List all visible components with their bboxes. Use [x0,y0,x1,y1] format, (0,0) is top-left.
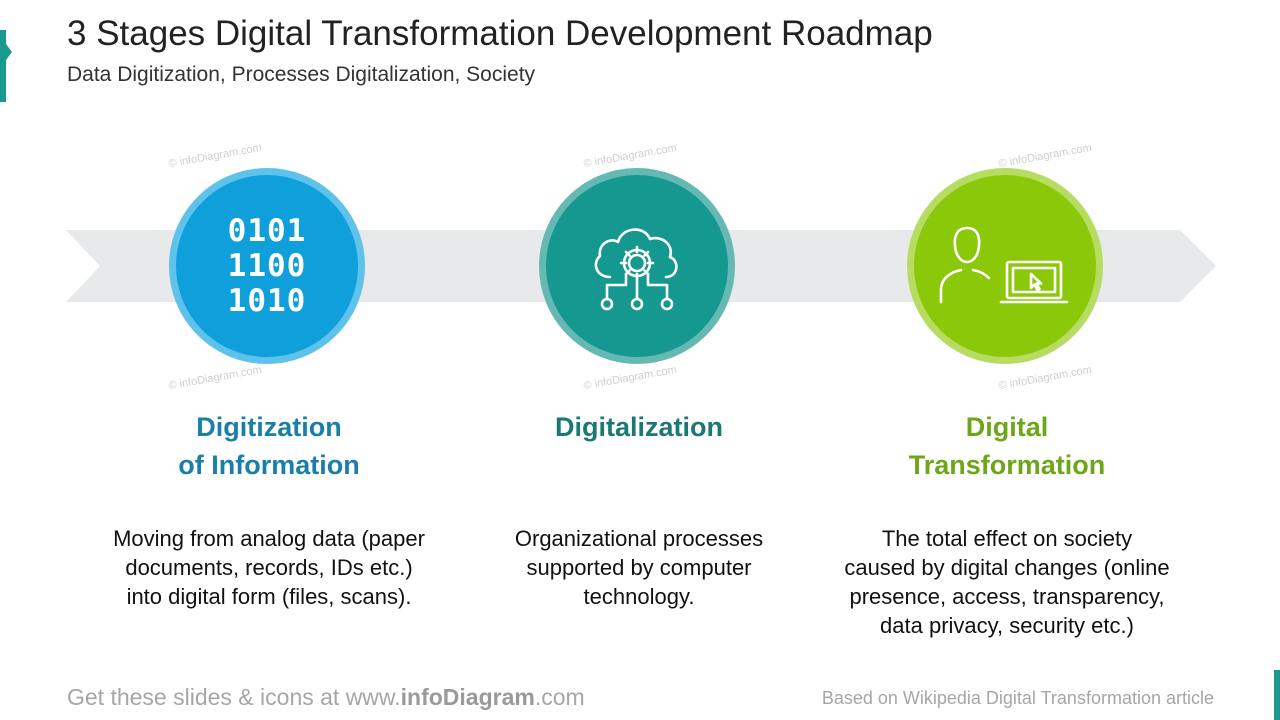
stage-digitalization: Digitalization Organizational processes … [459,0,819,720]
stage-circle [539,168,735,364]
cloud-gear-network-icon [594,228,678,311]
stage-description: Moving from analog data (paper documents… [113,526,425,609]
stage-digitization: 0101 1100 1010 Digitization of Informati… [89,0,449,720]
stage-circle [907,168,1103,364]
person-laptop-icon [939,226,1069,304]
stage-title: Digital Transformation [908,412,1106,480]
footer-source-note: Based on Wikipedia Digital Transformatio… [821,688,1214,708]
footer-promo: Get these slides & icons at www.infoDiag… [67,684,585,710]
page-subtitle: Data Digitization, Processes Digitalizat… [67,63,536,86]
footer-brand: infoDiagram [400,684,535,710]
page-title: 3 Stages Digital Transformation Developm… [67,14,933,53]
stage-circle: 0101 1100 1010 [169,168,365,364]
binary-code-icon: 0101 1100 1010 [227,212,307,319]
stage-digital-transformation: Digital Transformation The total effect … [827,0,1187,720]
stage-title: Digitalization [555,412,723,442]
stage-title: Digitization of Information [178,412,360,480]
left-accent-marker [0,30,12,102]
stage-description: Organizational processes supported by co… [514,526,764,609]
stage-description: The total effect on society caused by di… [844,526,1170,638]
right-accent-marker [1274,670,1280,720]
